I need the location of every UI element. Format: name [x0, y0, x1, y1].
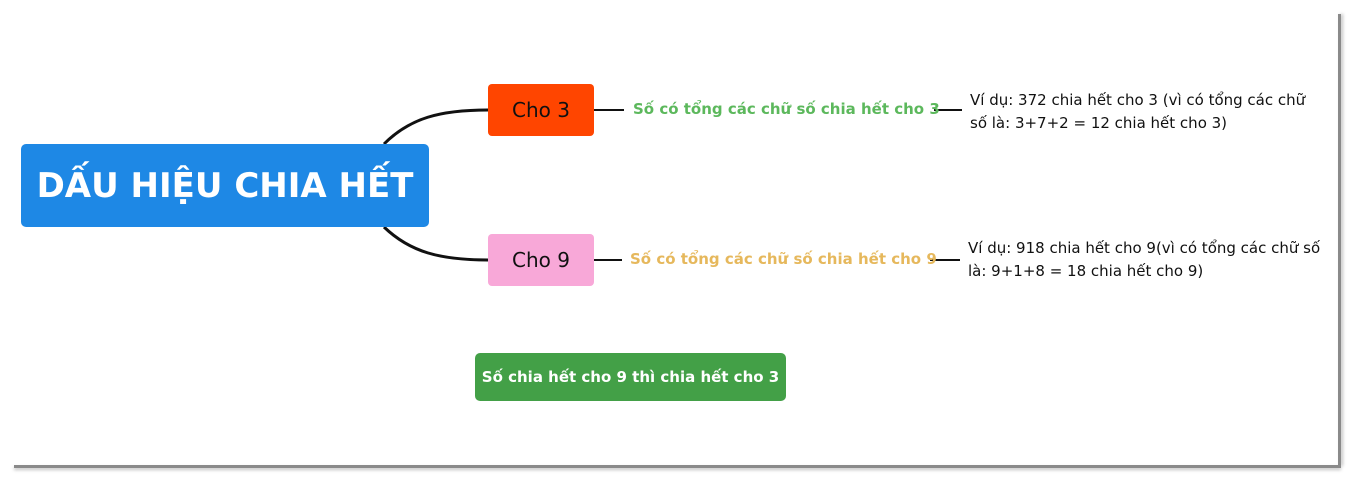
connector-root-to-cho-9 — [382, 225, 489, 262]
note-node[interactable]: Số chia hết cho 9 thì chia hết cho 3 — [475, 353, 786, 401]
branch-node-cho-3[interactable]: Cho 3 — [488, 84, 594, 136]
frame-edge-bottom — [14, 465, 1341, 468]
frame-edge-right — [1338, 14, 1341, 466]
example-text-cho-9[interactable]: Ví dụ: 918 chia hết cho 9(vì có tổng các… — [968, 239, 1321, 280]
rule-text-cho-9[interactable]: Số có tổng các chữ số chia hết cho 9 — [630, 250, 937, 268]
connector-root-to-cho-3 — [382, 108, 489, 146]
rule-text-cho-3[interactable]: Số có tổng các chữ số chia hết cho 3 — [633, 100, 940, 118]
branch-node-cho-9[interactable]: Cho 9 — [488, 234, 594, 286]
root-node[interactable]: DẤU HIỆU CHIA HẾT — [21, 144, 429, 227]
example-text-cho-3[interactable]: Ví dụ: 372 chia hết cho 3 (vì có tổng cá… — [970, 91, 1306, 132]
